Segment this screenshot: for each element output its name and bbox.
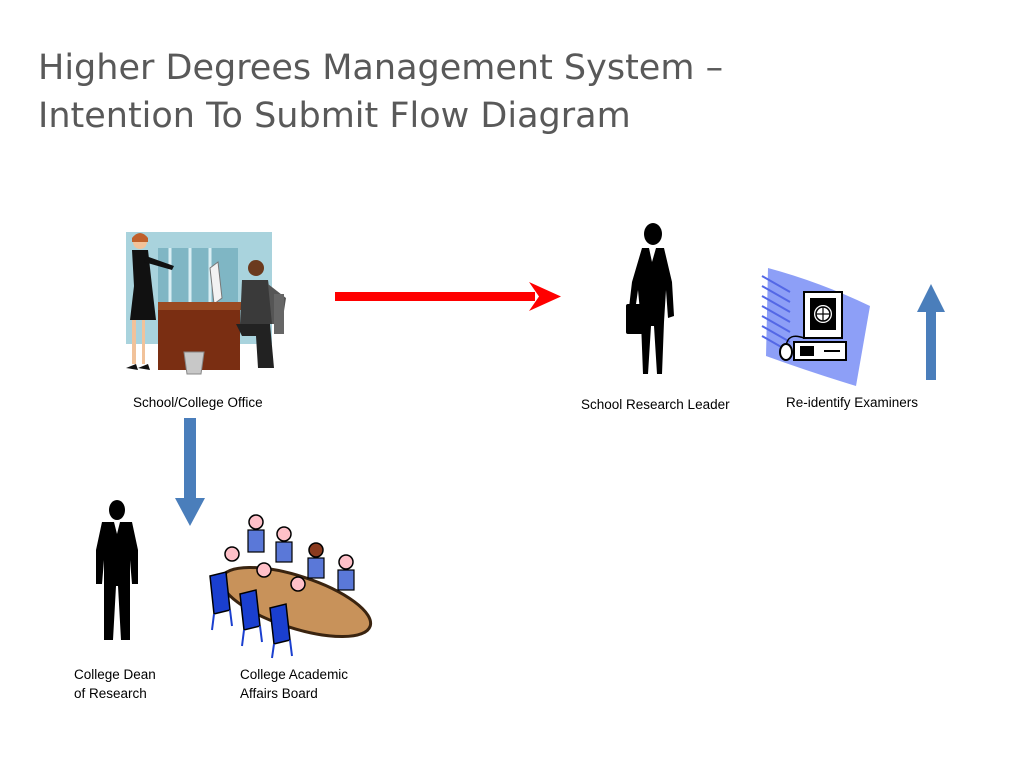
office-meeting-icon: [118, 228, 293, 376]
title-line-1: Higher Degrees Management System –: [38, 48, 724, 88]
blue-arrow-up-icon: [916, 282, 946, 382]
boardroom-meeting-icon: [204, 510, 374, 660]
page-title: Higher Degrees Management System – Inten…: [38, 44, 938, 140]
board-label-line-1: College Academic: [240, 667, 349, 682]
computer-icon: [760, 262, 878, 388]
board-label: College Academic Affairs Board: [240, 665, 348, 703]
board-label-line-2: Affairs Board: [240, 686, 318, 701]
title-line-2: Intention To Submit Flow Diagram: [38, 96, 631, 136]
red-arrow-right-icon: [335, 280, 563, 314]
school-office-label: School/College Office: [133, 395, 263, 410]
dean-label: College Dean of Research: [74, 665, 156, 703]
businesswoman-silhouette-icon: [622, 222, 680, 378]
blue-arrow-down-icon: [174, 418, 206, 528]
reidentify-label: Re-identify Examiners: [786, 395, 919, 410]
research-leader-label: School Research Leader: [581, 397, 730, 412]
dean-label-line-2: of Research: [74, 686, 147, 701]
businessman-silhouette-icon: [92, 500, 142, 644]
dean-label-line-1: College Dean: [74, 667, 156, 682]
